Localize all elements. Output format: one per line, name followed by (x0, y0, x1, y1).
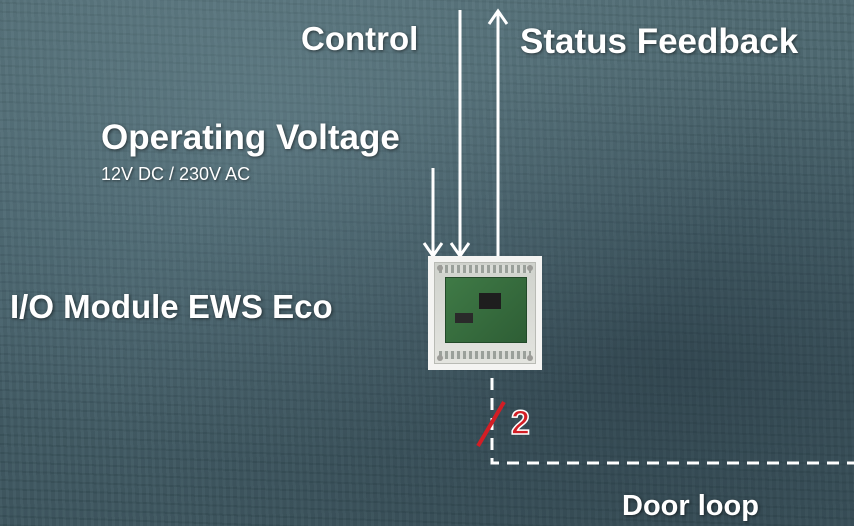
screw-bottom-right (527, 355, 533, 361)
wire-count-label: 2 (510, 403, 530, 443)
screw-bottom-left (437, 355, 443, 361)
terminal-strip-bottom (439, 351, 531, 359)
door-loop-line (490, 378, 854, 465)
pcb-chip (479, 293, 501, 309)
pcb-chip-secondary (455, 313, 473, 323)
pcb-board (445, 277, 527, 343)
circuit-board (434, 262, 536, 364)
status-feedback-arrow-icon (487, 8, 509, 25)
control-label: Control (301, 20, 419, 57)
screw-top-left (437, 265, 443, 271)
terminal-strip-top (439, 265, 531, 273)
io-module-image (428, 256, 542, 370)
wire-slash-icon (476, 400, 506, 448)
operating-voltage-label: Operating Voltage (101, 118, 400, 157)
screw-top-right (527, 265, 533, 271)
status-feedback-label: Status Feedback (520, 22, 799, 61)
door-loop-label: Door loop (622, 490, 759, 522)
voltage-values-label: 12V DC / 230V AC (101, 164, 251, 184)
io-module-label: I/O Module EWS Eco (10, 288, 333, 325)
